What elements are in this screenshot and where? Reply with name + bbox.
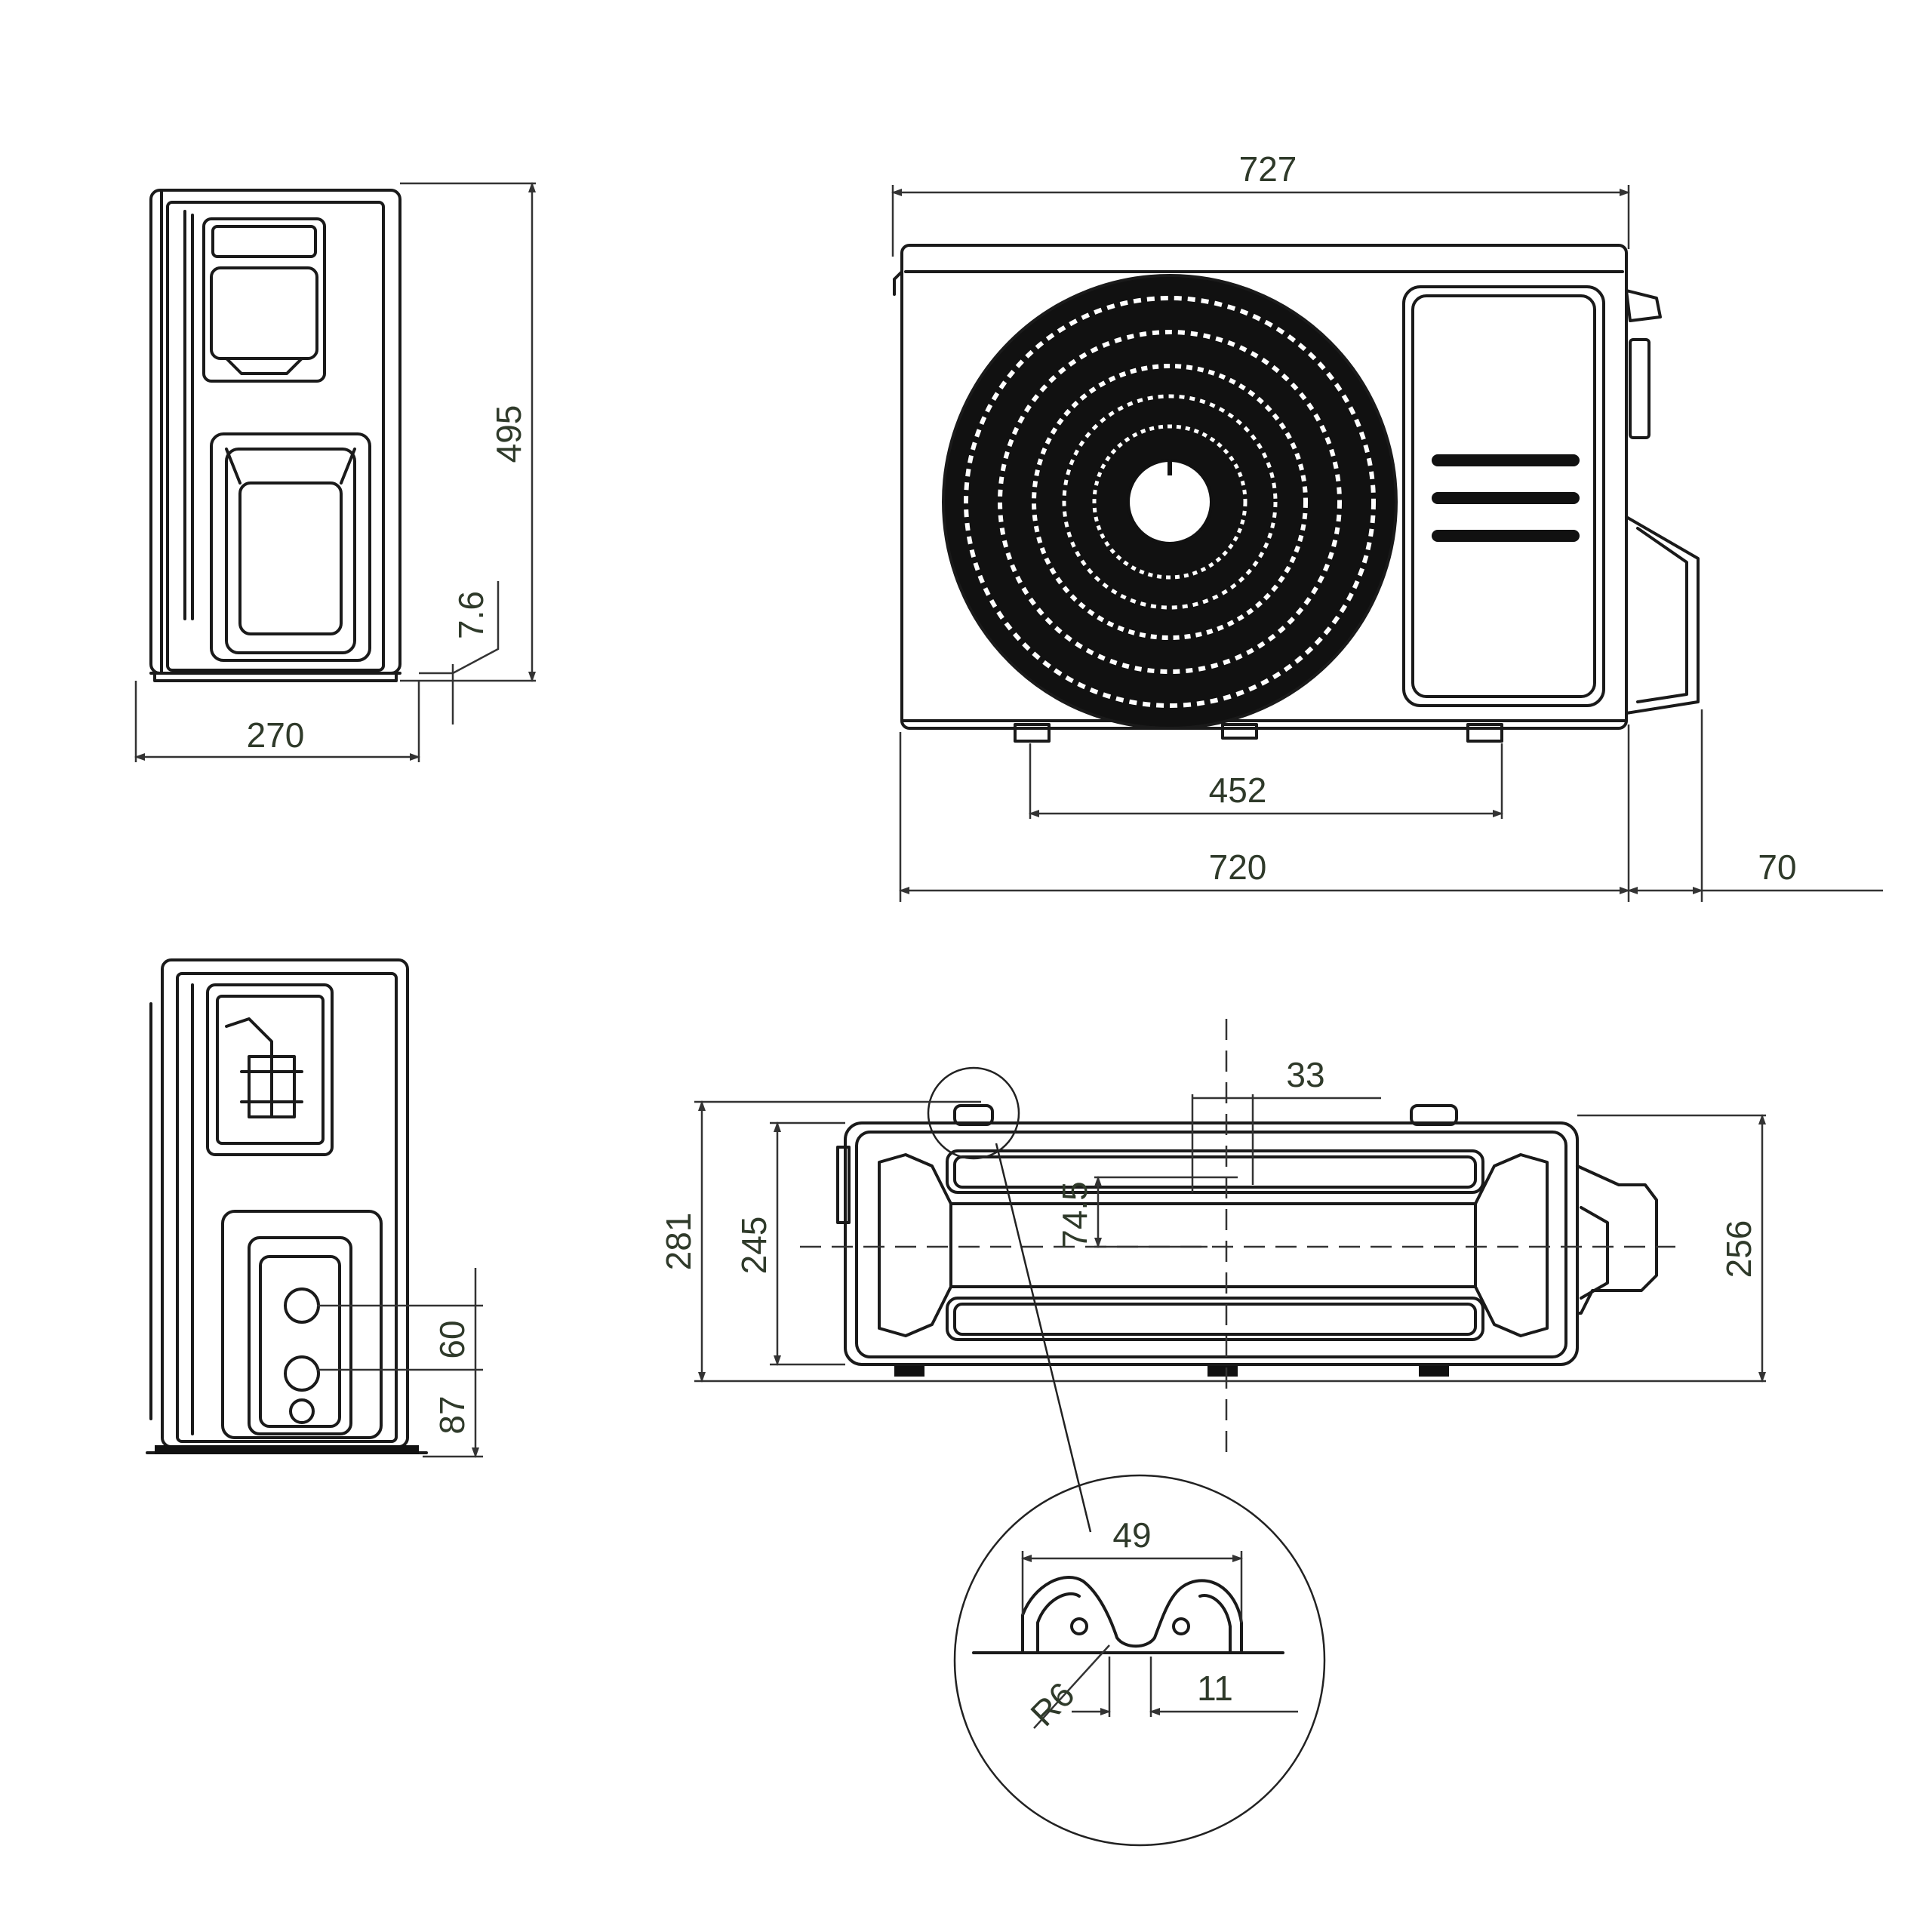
dim-side-overhang: 70 bbox=[1758, 848, 1796, 887]
side-view-top: 495 7.6 270 bbox=[134, 182, 536, 762]
bracket-detail: 49 R6 11 bbox=[953, 1474, 1326, 1847]
dim-bracket-slot: 11 bbox=[1197, 1669, 1233, 1708]
top-view: 281 245 256 33 74.5 bbox=[659, 1019, 1766, 1533]
dim-bracket-radius: R6 bbox=[1023, 1675, 1081, 1734]
dim-depth-side: 270 bbox=[247, 715, 305, 755]
dim-hole-offset: 33 bbox=[1286, 1055, 1324, 1094]
dim-foot-spacing: 452 bbox=[1209, 771, 1267, 810]
front-view: 727 452 720 70 bbox=[891, 149, 1883, 902]
fan-grille bbox=[942, 274, 1398, 730]
dim-hole-center: 74.5 bbox=[1055, 1181, 1094, 1249]
dim-width-top: 727 bbox=[1239, 149, 1297, 189]
dim-foot-height: 7.6 bbox=[451, 591, 491, 639]
side-view-bottom: 60 87 bbox=[146, 958, 483, 1458]
dim-depth-right: 256 bbox=[1719, 1220, 1758, 1278]
dim-valve-height: 87 bbox=[432, 1395, 472, 1434]
dim-valve-spacing: 60 bbox=[432, 1320, 472, 1358]
dim-depth-total: 281 bbox=[659, 1213, 698, 1271]
dim-depth-mid: 245 bbox=[734, 1217, 774, 1275]
dim-height: 495 bbox=[489, 405, 528, 463]
dim-width-bottom: 720 bbox=[1209, 848, 1267, 887]
dim-bracket-width: 49 bbox=[1112, 1515, 1151, 1555]
